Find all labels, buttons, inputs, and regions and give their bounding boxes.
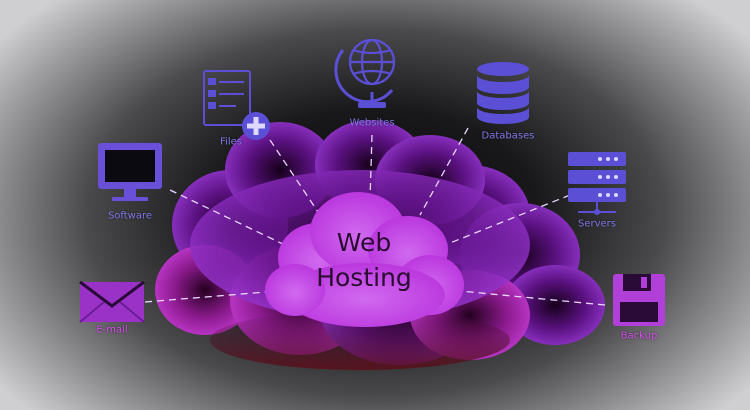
node-label-software: Software [107, 210, 153, 222]
floppy-disk-icon [613, 274, 665, 326]
server-rack-icon [568, 152, 626, 215]
connector-servers [444, 194, 571, 246]
form-add-icon [203, 70, 270, 140]
center-title-line1: Web [336, 228, 392, 257]
center-title-line2: Hosting [316, 263, 412, 292]
connector-software [169, 189, 286, 246]
monitor-icon [98, 143, 162, 201]
node-label-backup: Backup [620, 330, 658, 342]
connector-files [269, 139, 319, 213]
globe-icon [334, 38, 396, 108]
node-label-files: Files [220, 136, 242, 148]
center-cloud [265, 192, 464, 327]
node-label-websites: Websites [349, 117, 395, 129]
node-label-databases: Databases [481, 130, 535, 142]
connector-databases [419, 127, 469, 216]
database-icon [477, 62, 529, 124]
node-label-servers: Servers [577, 218, 617, 230]
connector-backup [449, 289, 606, 306]
node-label-email: E-mail [96, 324, 128, 336]
connector-websites [369, 134, 373, 201]
envelope-icon [79, 280, 145, 323]
